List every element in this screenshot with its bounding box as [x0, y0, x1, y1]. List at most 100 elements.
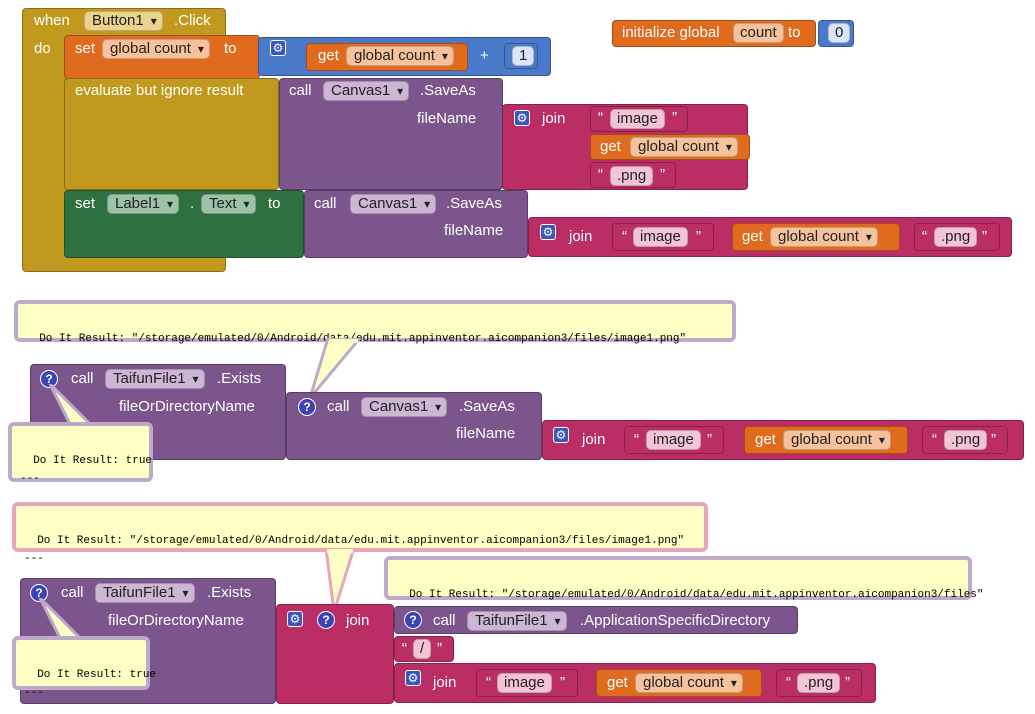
question-icon[interactable]: ?: [30, 584, 48, 602]
param-label: fileName: [456, 425, 516, 442]
variable-dropdown[interactable]: global count: [770, 227, 878, 247]
set-keyword: set: [75, 40, 96, 57]
close-quote: ”: [660, 166, 665, 183]
number-field[interactable]: 0: [828, 23, 851, 43]
evaluate-label: evaluate but ignore result: [75, 82, 244, 99]
do-it-result-bubble: Do It Result: "/storage/emulated/0/Andro…: [12, 502, 708, 565]
bubble-pointer: [324, 548, 356, 613]
text-field[interactable]: .png: [934, 227, 978, 247]
method-name: .SaveAs: [446, 195, 502, 212]
variable-dropdown[interactable]: global count: [102, 39, 210, 59]
component-dropdown[interactable]: Canvas1: [323, 81, 410, 101]
open-quote: “: [634, 431, 639, 448]
open-quote: “: [622, 228, 627, 245]
plus-operator: +: [480, 47, 489, 64]
component-dropdown[interactable]: TaifunFile1: [467, 611, 567, 631]
to-keyword: to: [788, 24, 801, 41]
call-keyword: call: [71, 370, 94, 387]
set-label-text-block[interactable]: [64, 190, 304, 258]
initialize-global-label: initialize global: [622, 24, 720, 41]
question-icon[interactable]: ?: [298, 398, 316, 416]
join-keyword: join: [346, 612, 370, 629]
join-keyword: join: [582, 431, 606, 448]
when-keyword: when: [34, 12, 70, 29]
open-quote: “: [402, 640, 407, 657]
text-field[interactable]: image: [497, 673, 552, 693]
canvas-saveas-block[interactable]: [279, 78, 503, 190]
param-label: fileName: [444, 222, 504, 239]
open-quote: “: [932, 431, 937, 448]
to-keyword: to: [268, 195, 281, 212]
component-dropdown[interactable]: Label1: [107, 194, 180, 214]
app-specific-directory-block[interactable]: [394, 606, 798, 634]
join-keyword: join: [569, 228, 593, 245]
method-name: .Exists: [207, 584, 252, 601]
join-keyword: join: [542, 110, 566, 127]
text-field[interactable]: .png: [610, 166, 654, 186]
component-dropdown[interactable]: TaifunFile1: [105, 369, 205, 389]
join-keyword: join: [433, 674, 457, 691]
get-keyword: get: [318, 47, 339, 64]
text-field[interactable]: /: [413, 639, 432, 659]
call-keyword: call: [61, 584, 84, 601]
param-label: fileOrDirectoryName: [108, 612, 244, 629]
question-icon[interactable]: ?: [40, 370, 58, 388]
gear-icon[interactable]: ⚙: [540, 224, 556, 240]
method-name: .Exists: [217, 370, 262, 387]
call-keyword: call: [314, 195, 337, 212]
close-quote: ”: [672, 109, 677, 126]
gear-icon[interactable]: ⚙: [553, 427, 569, 443]
close-quote: ”: [696, 228, 701, 245]
global-name-field[interactable]: count: [733, 23, 784, 43]
do-it-result-bubble: Do It Result: "/storage/emulated/0/Andro…: [384, 556, 984, 601]
join-block[interactable]: [276, 604, 394, 704]
param-label: fileName: [417, 110, 477, 127]
close-quote: ”: [982, 228, 987, 245]
set-keyword: set: [75, 195, 96, 212]
question-icon[interactable]: ?: [404, 611, 422, 629]
text-field[interactable]: image: [610, 109, 665, 129]
method-name: .ApplicationSpecificDirectory: [580, 612, 771, 629]
variable-dropdown[interactable]: global count: [783, 430, 891, 450]
gear-icon[interactable]: ⚙: [287, 611, 303, 627]
question-icon[interactable]: ?: [317, 611, 335, 629]
call-keyword: call: [433, 612, 456, 629]
variable-dropdown[interactable]: global count: [346, 46, 454, 66]
gear-icon[interactable]: ⚙: [405, 670, 421, 686]
get-keyword: get: [600, 138, 621, 155]
open-quote: “: [598, 109, 603, 126]
gear-icon[interactable]: ⚙: [514, 110, 530, 126]
component-dropdown[interactable]: Button1: [84, 11, 163, 31]
property-dropdown[interactable]: Text: [201, 194, 256, 214]
param-label: fileOrDirectoryName: [119, 398, 255, 415]
open-quote: “: [922, 228, 927, 245]
method-name: .SaveAs: [420, 82, 476, 99]
text-field[interactable]: image: [633, 227, 688, 247]
do-it-result-text: Do It Result: "/storage/emulated/0/Andro…: [39, 333, 687, 345]
to-keyword: to: [224, 40, 237, 57]
component-dropdown[interactable]: TaifunFile1: [95, 583, 195, 603]
open-quote: “: [486, 674, 491, 691]
component-dropdown[interactable]: Canvas1: [361, 397, 448, 417]
call-keyword: call: [289, 82, 312, 99]
variable-dropdown[interactable]: global count: [630, 137, 738, 157]
evaluate-ignore-block[interactable]: [64, 78, 279, 190]
close-quote: ”: [991, 431, 996, 448]
text-field[interactable]: .png: [797, 673, 841, 693]
variable-dropdown[interactable]: global count: [635, 673, 743, 693]
get-keyword: get: [607, 674, 628, 691]
gear-icon[interactable]: ⚙: [270, 40, 286, 56]
do-keyword: do: [34, 40, 51, 57]
close-quote: ”: [560, 674, 565, 691]
component-dropdown[interactable]: Canvas1: [350, 194, 437, 214]
text-field[interactable]: image: [646, 430, 701, 450]
bubble-pointer: [308, 338, 360, 399]
number-field[interactable]: 1: [512, 46, 535, 66]
get-keyword: get: [755, 431, 776, 448]
do-it-result-bubble: Do It Result: "/storage/emulated/0/Andro…: [14, 300, 736, 345]
text-field[interactable]: .png: [944, 430, 988, 450]
close-quote: ”: [437, 640, 442, 657]
do-it-result-text: Do It Result: "/storage/emulated/0/Andro…: [24, 535, 685, 565]
do-it-result-text: Do It Result: true ---: [24, 669, 157, 699]
do-it-result-bubble: Do It Result: true ---: [8, 422, 153, 485]
